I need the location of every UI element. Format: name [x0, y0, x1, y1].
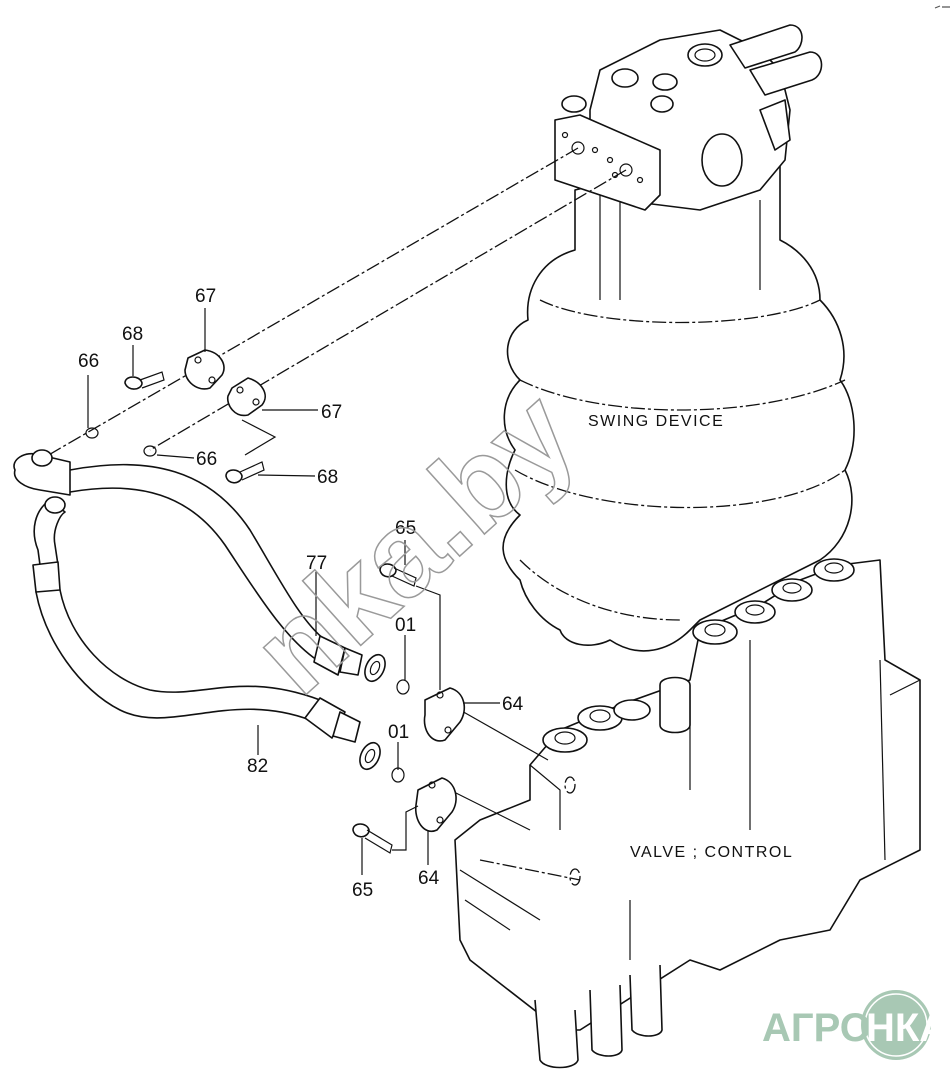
part-label-64: 64: [418, 868, 440, 889]
part-label-65: 65: [395, 518, 416, 539]
logo-circle-ring: [864, 993, 928, 1057]
valve-control: [454, 558, 921, 1069]
part-label-68: 68: [317, 467, 338, 488]
part-label-66: 66: [78, 351, 99, 372]
swing-device: [502, 24, 855, 652]
leader-lines: [87, 308, 500, 875]
valve-control-label: VALVE ; CONTROL: [630, 844, 793, 861]
part-label-82: 82: [247, 756, 268, 777]
flange-67-lower: [226, 377, 266, 417]
part-label-68: 68: [122, 324, 143, 345]
bolt-68-lower: [225, 461, 265, 484]
corner-mark: [934, 5, 950, 9]
bolt-65-upper: [379, 563, 417, 587]
hose-82: [32, 496, 381, 771]
agro-nka-logo: АГРО НКА: [762, 990, 948, 1060]
flange-64-lower: [414, 777, 457, 833]
part-labels: 67 68 66 67 66 68 65 77 01 64 01 82 65 6…: [78, 286, 793, 901]
part-label-64: 64: [502, 694, 524, 715]
flange-67-upper: [184, 349, 225, 390]
bolt-65-lower: [352, 823, 393, 854]
part-label-01: 01: [388, 722, 409, 743]
logo-circle: [861, 990, 931, 1060]
logo-text-left: АГРО: [762, 1006, 871, 1050]
part-label-67: 67: [195, 286, 216, 307]
part-label-77: 77: [306, 553, 327, 574]
swing-device-label: SWING DEVICE: [588, 413, 724, 430]
part-label-65: 65: [352, 880, 373, 901]
part-label-01: 01: [395, 615, 416, 636]
part-label-66: 66: [196, 449, 217, 470]
hose-77: [13, 449, 386, 683]
part-label-67: 67: [321, 402, 342, 423]
oring-66: [85, 427, 157, 457]
logo-text-right: НКА: [866, 1006, 948, 1050]
flange-64-upper: [423, 687, 466, 742]
bolt-68-upper: [124, 371, 165, 390]
